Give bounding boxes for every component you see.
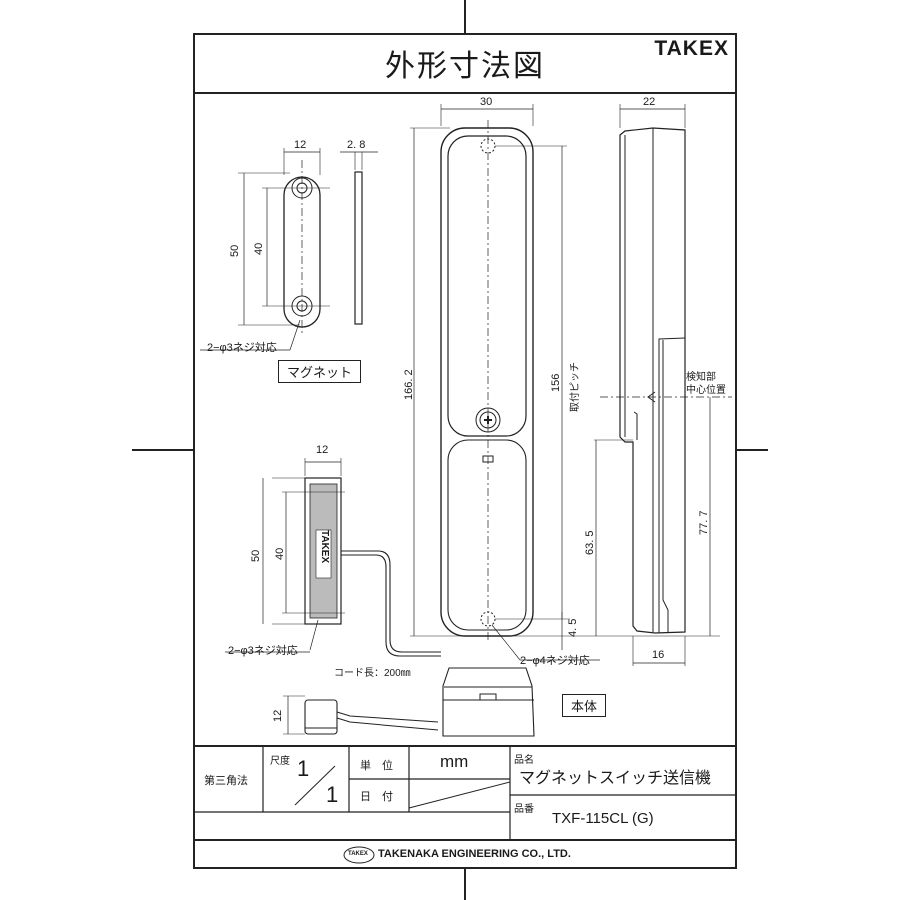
- magnet-depth-dim: 12: [272, 709, 284, 722]
- registration-mark-left: [132, 449, 193, 451]
- detect-label-line1: 検知部: [686, 372, 716, 383]
- detect-height2-dim: 77. 7: [698, 510, 710, 535]
- body-bottom-depth-dim: 16: [652, 649, 665, 661]
- registration-mark-right: [737, 449, 768, 451]
- scale-denominator: 1: [326, 782, 339, 807]
- magnet-thickness-dim: 2. 8: [347, 139, 366, 151]
- registration-mark-bottom: [464, 869, 466, 900]
- company-name: TAKENAKA ENGINEERING CO., LTD.: [378, 848, 571, 860]
- brand-logo: TAKEX: [654, 37, 729, 60]
- title-row: 外形寸法図 TAKEX: [193, 33, 737, 94]
- detect-height-dim: 63. 5: [584, 530, 596, 555]
- magnet-side-height-dim: 50: [250, 549, 262, 562]
- part-number-label: 品番: [514, 804, 534, 815]
- product-name-label: 品名: [514, 755, 534, 766]
- body-width-dim: 30: [480, 96, 493, 108]
- magnet-width-dim: 12: [294, 139, 307, 151]
- magnet-screw-note: 2−φ3ネジ対応: [207, 342, 277, 354]
- page-title: 外形寸法図: [385, 49, 545, 84]
- body-mount-pitch-dim: 156: [550, 373, 562, 392]
- unit-value: mm: [440, 752, 469, 771]
- body-screw-note: 2−φ4ネジ対応: [520, 655, 590, 667]
- company-logo: TAKEX: [348, 851, 368, 857]
- scale-numerator: 1: [297, 756, 310, 781]
- magnet-side-screw-note: 2−φ3ネジ対応: [228, 645, 298, 657]
- magnet-label: マグネット: [278, 360, 362, 383]
- body-mount-pitch-label: 取付ピッチ: [570, 362, 581, 412]
- product-name: マグネットスイッチ送信機: [519, 768, 712, 787]
- drawing-frame: [193, 33, 737, 869]
- date-label: 日 付: [360, 790, 393, 803]
- magnet-side-logo: TAKEX: [319, 530, 330, 564]
- body-depth-dim: 22: [643, 96, 656, 108]
- detect-label-line2: 中心位置: [686, 385, 726, 396]
- body-height-dim: 166. 2: [403, 369, 415, 400]
- magnet-side-width-dim: 12: [316, 444, 329, 456]
- magnet-side-pitch-dim: 40: [274, 547, 286, 560]
- magnet-pitch-dim: 40: [253, 242, 265, 255]
- scale-label: 尺度: [270, 756, 290, 767]
- body-label: 本体: [562, 694, 607, 717]
- registration-mark-top: [464, 0, 466, 33]
- projection-method: 第三角法: [204, 774, 248, 787]
- magnet-height-dim: 50: [229, 244, 241, 257]
- cord-length-note: コード長：200㎜: [334, 668, 411, 679]
- body-offset-dim: 4. 5: [567, 618, 579, 637]
- part-number: TXF-115CL (G): [552, 810, 654, 827]
- unit-label: 単 位: [360, 759, 393, 772]
